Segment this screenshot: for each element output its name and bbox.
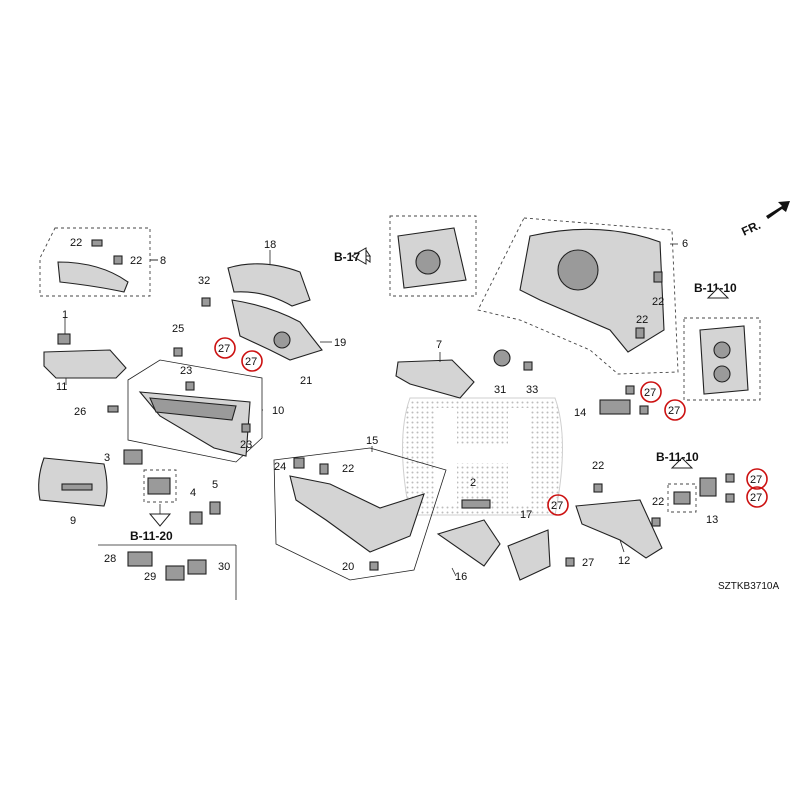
callout-22: 22 [70,237,82,249]
highlight-circle [214,337,236,359]
callout-4: 4 [190,487,196,499]
part-4-5-switch[interactable] [143,469,221,527]
leader-lines [65,243,678,577]
callout-3: 3 [104,452,110,464]
callout-5: 5 [212,479,218,491]
part-2-16-17-panels[interactable] [436,499,575,581]
part-9-glove-door[interactable] [38,449,143,507]
callout-10: 10 [272,405,284,417]
callout-2: 2 [470,477,476,489]
callout-32: 32 [198,275,210,287]
callout-27: 27 [582,557,594,569]
part-6-instrument-panel[interactable] [477,217,679,375]
callout-24: 24 [274,461,286,473]
callout-22: 22 [652,496,664,508]
callout-6: 6 [682,238,688,250]
callout-22: 22 [592,460,604,472]
callout-27-highlighted[interactable]: 27 [644,387,656,399]
highlight-circle [746,486,768,508]
highlight-circle [547,494,569,516]
callout-11: 11 [56,381,67,393]
callout-22: 22 [636,314,648,326]
b-11-10-bottom-switch[interactable] [667,457,735,513]
b-17-meter-cluster[interactable] [350,215,477,297]
callout-8: 8 [160,255,166,267]
callout-27-highlighted[interactable]: 27 [668,405,680,417]
section-references: B-17 B-11-10 B-11-10 B-11-20 SZTKB3710A [130,250,779,592]
callout-27-highlighted[interactable]: 27 [218,343,230,355]
callout-23: 23 [180,365,192,377]
callout-26: 26 [74,406,86,418]
callout-22: 22 [130,255,142,267]
callout-17: 17 [520,509,532,521]
b-11-10-top-switch[interactable] [683,317,761,401]
callout-14: 14 [574,407,586,419]
part-15-lower-cover[interactable] [273,447,447,581]
diagram-code: SZTKB3710A [718,581,779,592]
callout-22: 22 [652,296,664,308]
part-11-panel[interactable] [43,318,127,379]
callout-27-highlighted[interactable]: 27 [750,474,762,486]
part-18-19-column-cover[interactable] [201,263,323,361]
callout-18: 18 [264,239,276,251]
callout-21: 21 [300,375,312,387]
up-arrow-icon [706,287,730,299]
callout-25: 25 [172,323,184,335]
ref-b-11-10-top[interactable]: B-11-10 [694,281,737,295]
highlight-circle [640,381,662,403]
callout-1: 1 [62,309,68,321]
ref-b-17[interactable]: B-17 [334,250,360,264]
callout-27-highlighted[interactable]: 27 [551,500,563,512]
callout-22: 22 [342,463,354,475]
part-8-group[interactable] [39,227,158,297]
callout-27-highlighted[interactable]: 27 [245,356,257,368]
ref-b-11-20[interactable]: B-11-20 [130,529,173,543]
callout-12: 12 [618,555,630,567]
callout-27-highlighted[interactable]: 27 [750,492,762,504]
callout-33: 33 [526,384,538,396]
callout-31: 31 [494,384,506,396]
part-14-switch[interactable] [599,385,649,415]
callout-numbers: 22 22 8 1 11 26 25 23 23 10 21 32 18 19 … [56,237,718,583]
highlight-circle [746,468,768,490]
ref-b-11-10-bottom[interactable]: B-11-10 [656,450,699,464]
front-direction-indicator: FR. [739,201,790,239]
direction-label: FR. [739,218,762,239]
highlight-circle [241,350,263,372]
callout-20: 20 [342,561,354,573]
part-7-bracket[interactable] [395,349,533,399]
callout-23: 23 [240,439,252,451]
callout-7: 7 [436,339,442,351]
b-11-20-panel[interactable] [98,544,237,600]
callout-13: 13 [706,514,718,526]
callout-28: 28 [104,553,116,565]
callout-30: 30 [218,561,230,573]
arrow-icon [766,201,790,219]
highlight-circle [664,399,686,421]
callout-19: 19 [334,337,346,349]
part-10-glove-box[interactable] [107,347,263,463]
callout-15: 15 [366,435,378,447]
callout-29: 29 [144,571,156,583]
highlighted-callouts: 27 27 27 27 27 27 27 [214,337,768,516]
part-12-side-panel[interactable] [575,483,663,559]
callout-9: 9 [70,515,76,527]
callout-16: 16 [455,571,467,583]
honda-logo-watermark [402,397,563,516]
